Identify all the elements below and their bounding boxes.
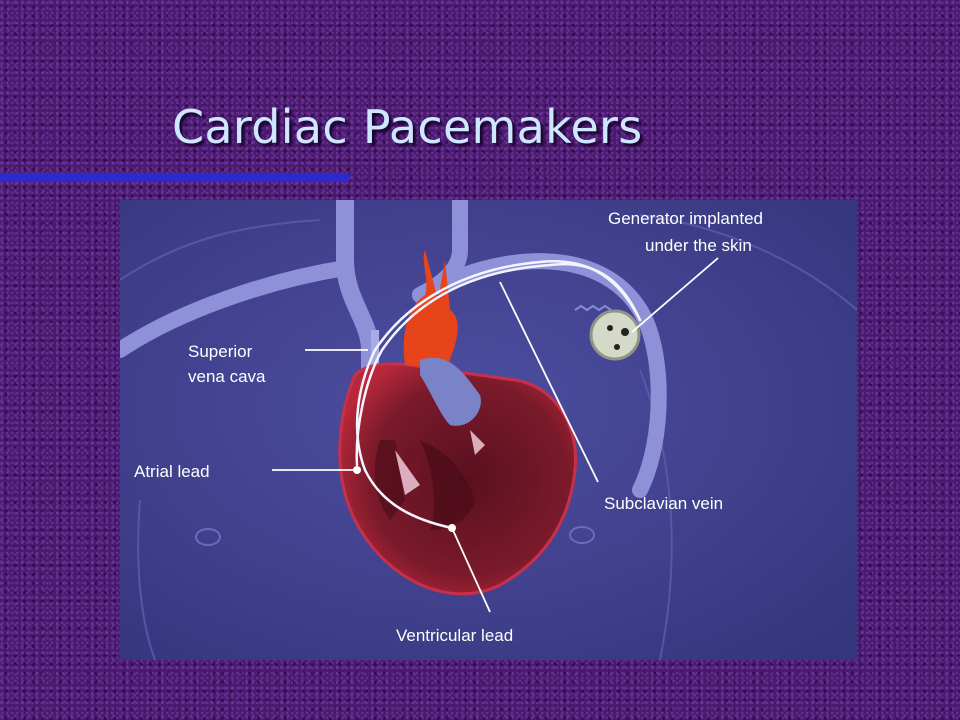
heart bbox=[338, 250, 578, 596]
label-ventricular-lead: Ventricular lead bbox=[396, 626, 513, 645]
pacemaker-generator bbox=[589, 309, 641, 361]
label-svc-line2: vena cava bbox=[188, 367, 266, 386]
nipple-left bbox=[195, 528, 221, 546]
pacemaker-illustration: Generator implanted under the skin Super… bbox=[120, 200, 857, 660]
label-atrial-lead: Atrial lead bbox=[134, 462, 210, 481]
left-ventricle bbox=[420, 440, 475, 530]
nipple-right bbox=[569, 526, 595, 544]
label-generator-line2: under the skin bbox=[645, 236, 752, 255]
label-svc-line1: Superior bbox=[188, 342, 253, 361]
pacemaker-diagram: Generator implanted under the skin Super… bbox=[120, 200, 857, 660]
aorta bbox=[403, 250, 458, 370]
pulmonary-artery bbox=[420, 357, 481, 426]
pacing-leads bbox=[355, 260, 642, 530]
callout-subclavian bbox=[499, 281, 599, 483]
ventricular-lead-tip bbox=[448, 524, 456, 532]
incision-scar bbox=[574, 304, 612, 312]
label-subclavian-vein: Subclavian vein bbox=[604, 494, 723, 513]
slide-title: Cardiac Pacemakers bbox=[172, 100, 643, 154]
callout-generator bbox=[631, 257, 719, 333]
callout-lines bbox=[272, 257, 719, 613]
ventricular-lead-wire bbox=[355, 260, 642, 530]
label-generator-line1: Generator implanted bbox=[608, 209, 763, 228]
atrial-lead-tip bbox=[353, 466, 361, 474]
tricuspid-valve bbox=[395, 450, 420, 495]
callout-ventricular bbox=[451, 527, 491, 613]
mitral-valve bbox=[470, 430, 485, 455]
title-underline bbox=[0, 173, 350, 182]
